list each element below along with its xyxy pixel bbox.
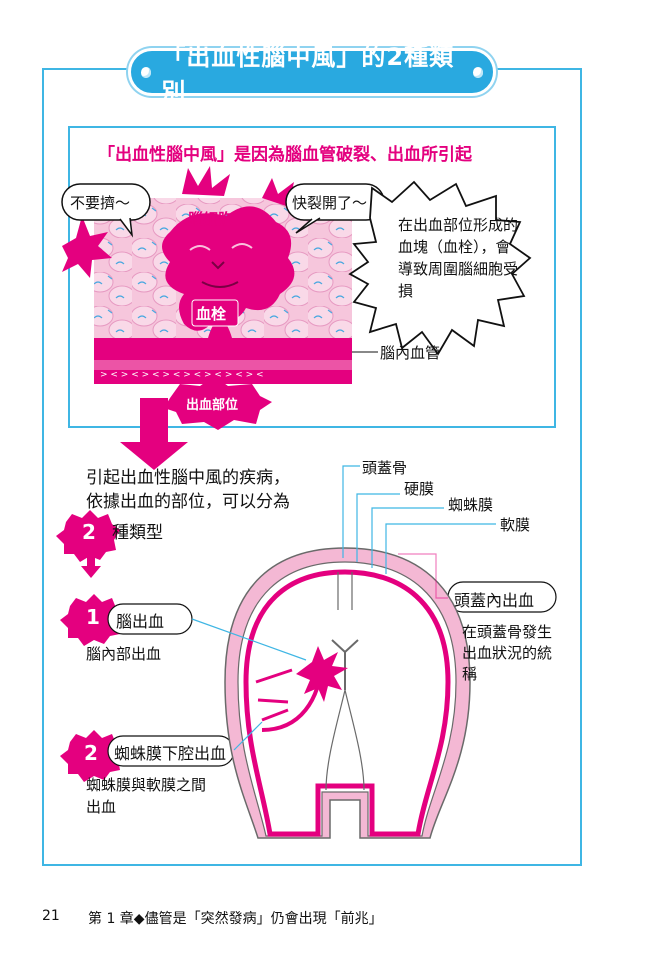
brain-cells-label: 腦細胞	[188, 210, 234, 228]
title-banner: 「出血性腦中風」的2種類別	[128, 43, 496, 106]
type1-badge-number: 1	[86, 605, 100, 629]
chapter-text: 第 1 章◆儘管是「突然發病」仍會出現「前兆」	[88, 911, 383, 927]
right-desc: 在頭蓋骨發生 出血狀況的統 稱	[462, 623, 553, 683]
intro-suffix: 種類型	[112, 523, 163, 543]
down-arrow-large-icon	[120, 398, 188, 470]
intro-badge-number: 2	[82, 520, 96, 544]
callout-burst	[348, 180, 532, 356]
bubble-right-text: 快裂開了～	[292, 194, 368, 212]
layer-skull: 頭蓋骨	[362, 459, 408, 477]
page-title: 「出血性腦中風」的2種類別	[161, 43, 455, 106]
layer-dura: 硬膜	[404, 480, 435, 498]
intro-text: 引起出血性腦中風的疾病， 依據出血的部位，可以分為	[86, 468, 290, 512]
burst-top-icon	[182, 166, 230, 196]
burst-left-icon	[62, 216, 112, 278]
badge-2	[60, 730, 124, 782]
badge-2-intro	[56, 510, 120, 562]
down-arrow-small-icon	[81, 552, 101, 578]
head-cross-section	[224, 547, 471, 839]
clot-label: 血栓	[196, 305, 227, 323]
layer-pia: 軟膜	[500, 516, 531, 534]
bubble-left	[61, 183, 151, 221]
layer-arachnoid: 蜘蛛膜	[448, 496, 494, 514]
vessel-label: 腦內血管	[380, 344, 441, 362]
bleed-site-badge	[164, 376, 272, 430]
type2-desc: 蜘蛛膜與軟膜之間 出血	[86, 776, 207, 816]
svg-text:> < > < > < > < > < > < > < >: > < > < > < > < > < > < > < > <	[100, 370, 264, 380]
type1-desc: 腦內部出血	[86, 645, 162, 663]
bullet-dot-icon	[472, 66, 483, 78]
badge-1	[60, 594, 124, 646]
bubble-left-text: 不要擠～	[70, 194, 131, 212]
type2-badge-number: 2	[84, 741, 98, 765]
callout-text: 在出血部位形成的 血塊（血栓），會 導致周圍腦細胞受 損	[398, 216, 519, 300]
type2-label: 蜘蛛膜下腔出血	[114, 744, 227, 763]
page-number: 21	[42, 908, 60, 924]
type1-label: 腦出血	[116, 612, 165, 631]
panel-heading: 「出血性腦中風」是因為腦血管破裂、出血所引起	[98, 145, 472, 165]
right-label: 頭蓋內出血	[454, 591, 535, 610]
bullet-dot-icon	[141, 66, 152, 78]
bleed-site-label: 出血部位	[186, 398, 239, 413]
